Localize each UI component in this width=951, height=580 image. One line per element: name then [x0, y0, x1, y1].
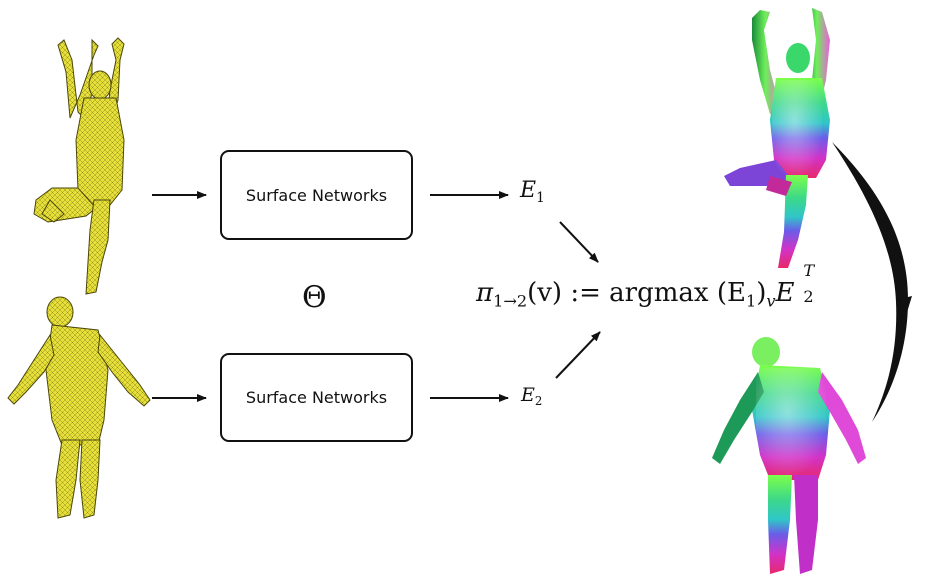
- e2-subscript: 2: [534, 394, 543, 409]
- embedding-e1: E1: [520, 178, 545, 206]
- formula-v-subscript: v: [766, 291, 776, 311]
- colored-figure-top-icon: [724, 8, 830, 268]
- curved-arrow-icon: [832, 142, 912, 422]
- mesh-figure-top-icon: [33, 37, 125, 295]
- e1-base: E: [520, 178, 537, 203]
- formula-argmax: argmax: [609, 278, 709, 308]
- e1-subscript: 1: [536, 189, 545, 206]
- theta-symbol: Θ: [302, 280, 327, 315]
- arrow-e2-to-formula: [555, 331, 601, 379]
- surface-networks-label-top: Surface Networks: [245, 185, 388, 205]
- formula-rhs-subscript: 2: [803, 286, 814, 306]
- formula-assign: :=: [570, 278, 601, 308]
- mesh-figure-bottom-icon: [7, 296, 151, 519]
- formula-lhs-subscript: 1: [745, 291, 757, 311]
- formula-arg: (v): [527, 278, 563, 308]
- colored-figure-bottom-icon: [712, 337, 866, 574]
- arrows: [152, 191, 601, 402]
- formula-rhs-base: E: [775, 278, 795, 308]
- surface-networks-label-bottom: Surface Networks: [245, 388, 388, 407]
- formula-lhs-close: ): [756, 278, 767, 308]
- arrow-e1-to-formula: [559, 221, 599, 263]
- formula-pi: π: [476, 278, 494, 308]
- formula-pi-subscript: 1→2: [493, 291, 528, 311]
- surface-networks-box-bottom: Surface Networks: [220, 353, 413, 442]
- e2-base: E: [521, 384, 535, 406]
- formula-rhs-superscript: T: [803, 261, 815, 281]
- embedding-e2: E2: [521, 384, 542, 408]
- formula-lhs-open: (E: [716, 278, 746, 308]
- surface-networks-box-top: Surface Networks: [220, 150, 413, 240]
